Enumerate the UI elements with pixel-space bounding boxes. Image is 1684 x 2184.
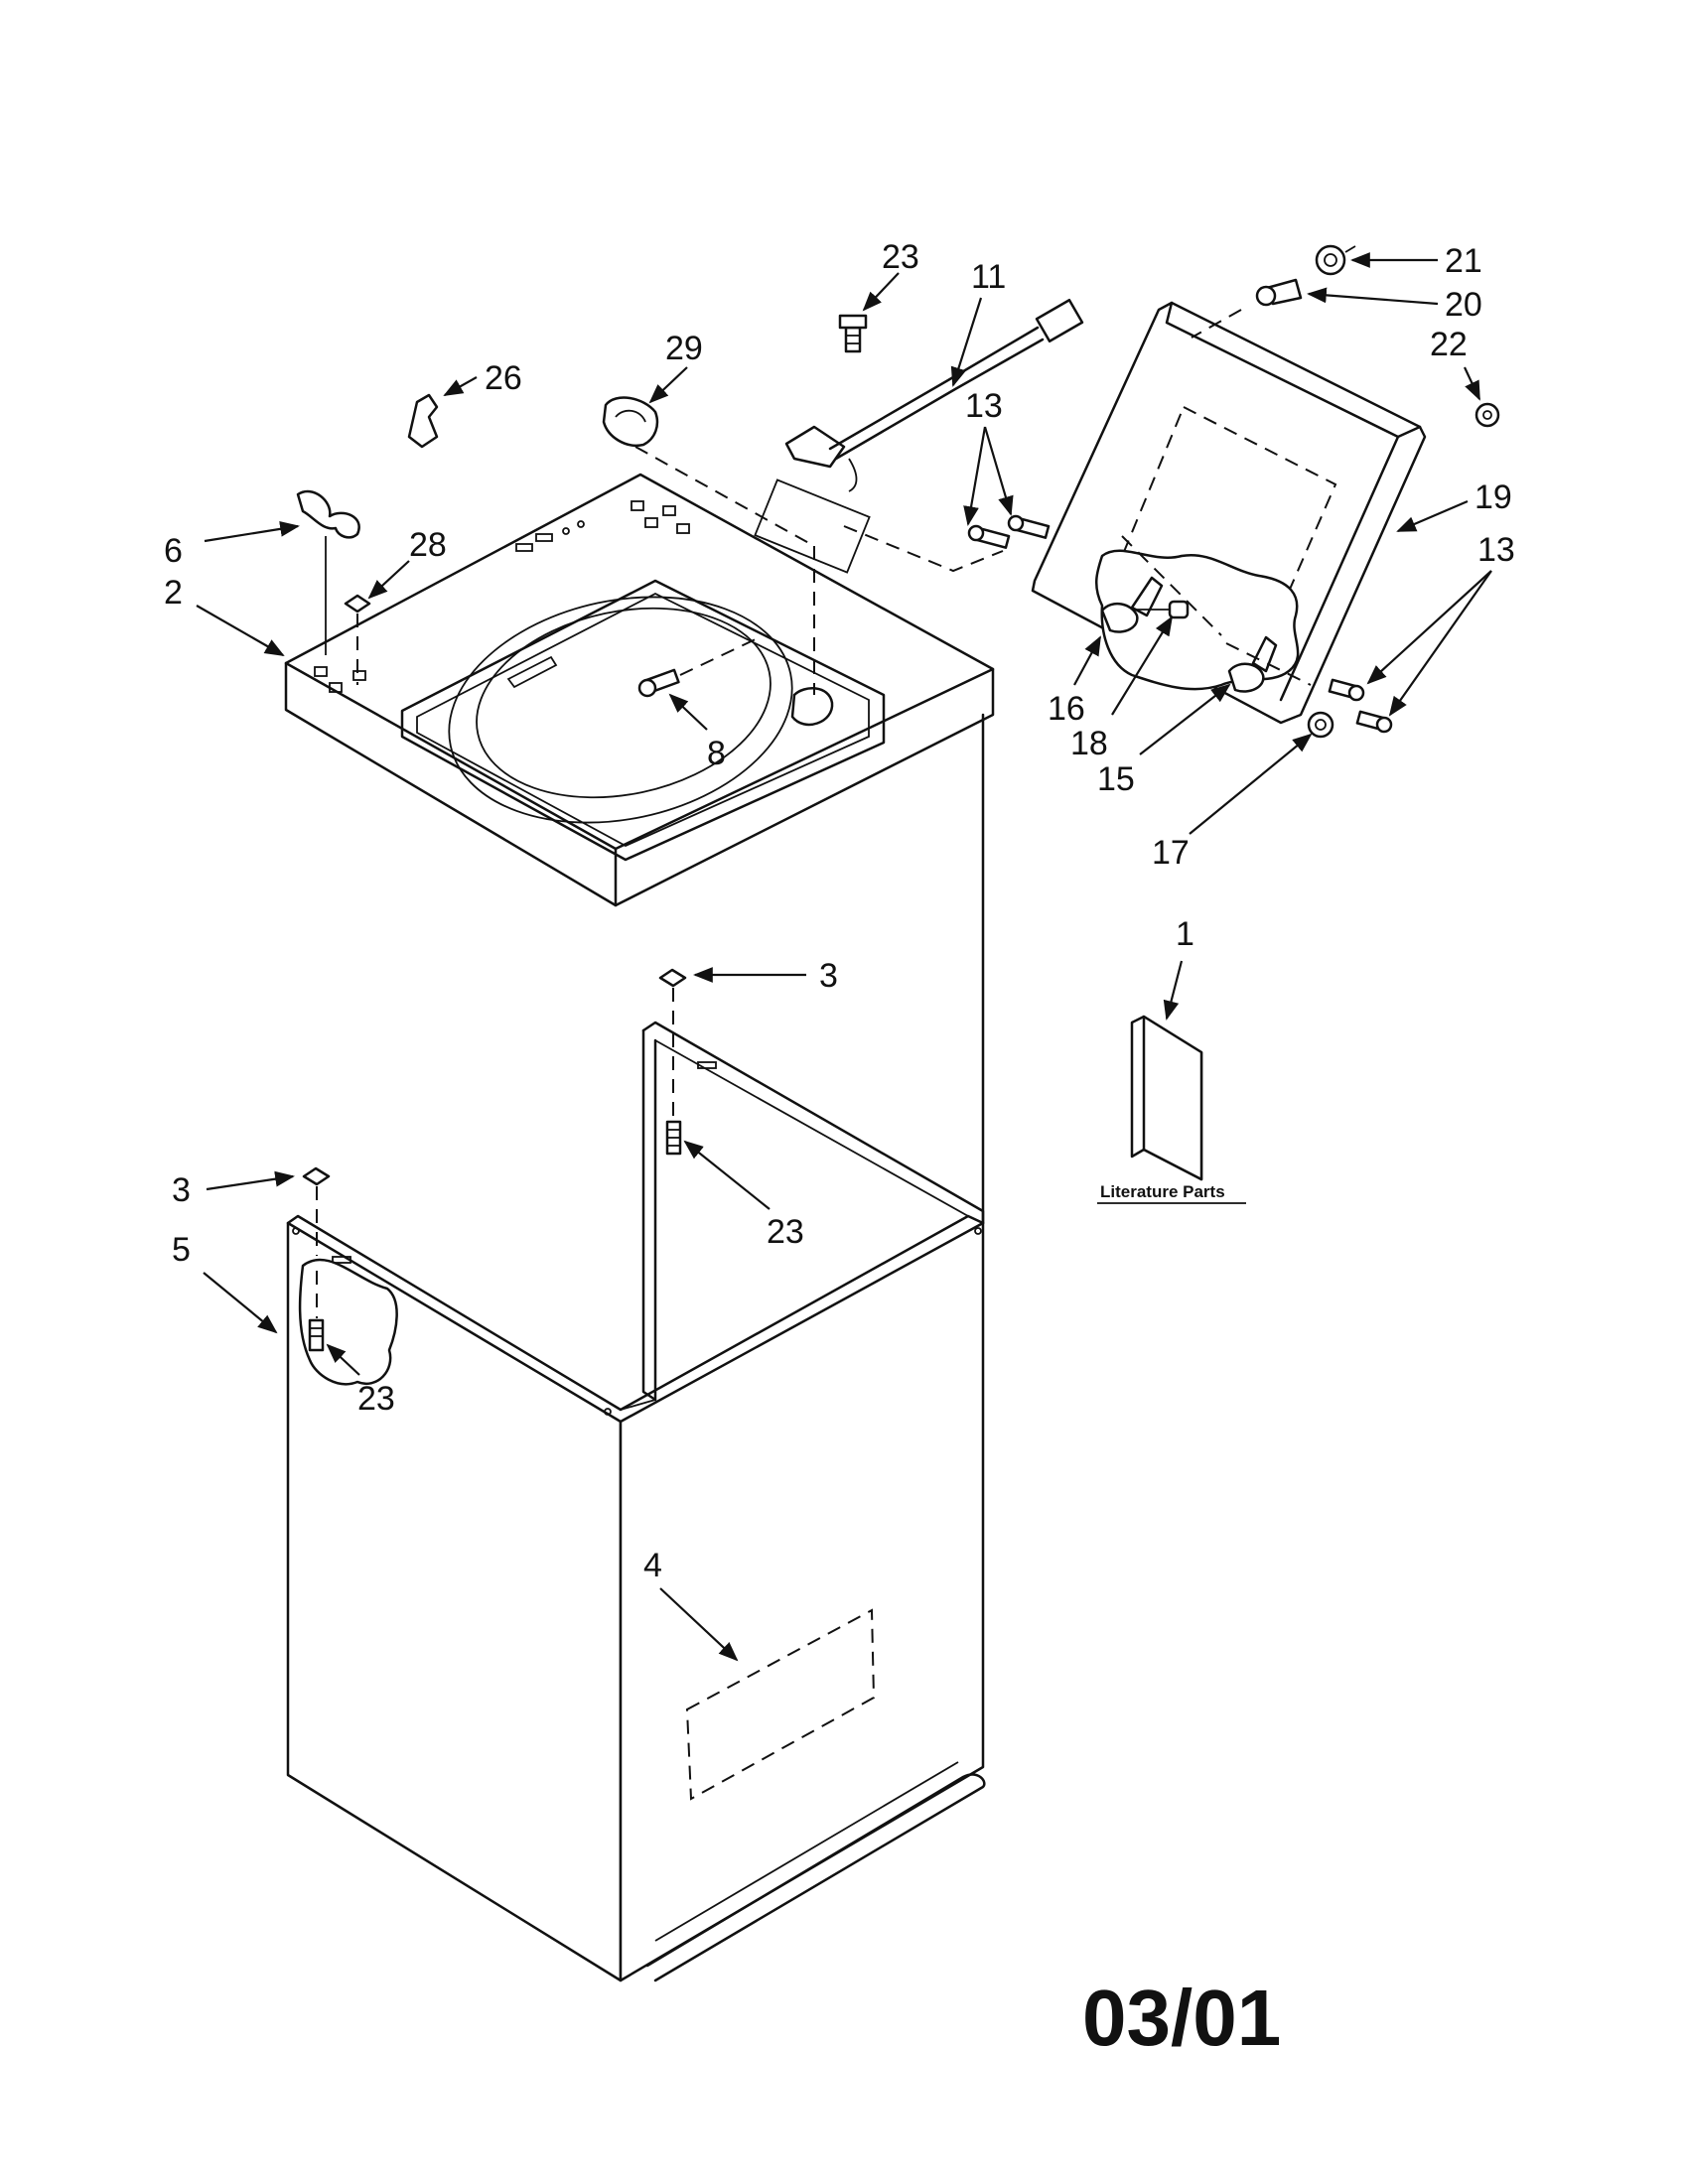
part-16-hinge [1100, 576, 1164, 633]
clip-part-3-front [302, 1166, 331, 1256]
screw-part-8 [637, 636, 761, 698]
screw-part-23-top [838, 314, 868, 353]
callout-22: 22 [1430, 326, 1468, 363]
literature-booklet [1097, 1015, 1246, 1204]
date-code: 03/01 [1082, 1974, 1281, 2062]
part-17-bushing [1307, 711, 1334, 739]
callout-3-front: 3 [172, 1171, 191, 1209]
part-4-label [685, 1608, 876, 1801]
cabinet [286, 713, 986, 1982]
part-29-grommet [602, 396, 815, 695]
part-18-bushing [1132, 600, 1190, 619]
part-26-clip [407, 393, 439, 449]
callout-28: 28 [409, 526, 447, 564]
callout-3-rear: 3 [819, 957, 838, 995]
lid-part-19 [1031, 301, 1427, 725]
callout-18: 18 [1070, 725, 1108, 762]
callout-13-upper: 13 [965, 387, 1003, 425]
part-20-pin [1191, 278, 1303, 339]
callout-13-lower: 13 [1477, 531, 1515, 569]
part-13-screws-lower [1328, 678, 1393, 734]
callout-4: 4 [643, 1547, 662, 1584]
callout-15: 15 [1097, 760, 1135, 798]
screw-part-23-front [308, 1271, 325, 1352]
front-panel-cutaway [298, 1258, 398, 1386]
callout-21: 21 [1445, 242, 1482, 280]
callout-19: 19 [1474, 478, 1512, 516]
callout-17: 17 [1152, 834, 1190, 872]
part-22-bumper [1474, 402, 1500, 428]
part-21-bumper [1315, 244, 1356, 276]
part-13-screws-upper [967, 514, 1051, 549]
callout-1: 1 [1176, 915, 1194, 953]
literature-parts-label: Literature Parts [1100, 1182, 1225, 1201]
callout-20: 20 [1445, 286, 1482, 324]
part-6-clip [296, 489, 360, 655]
clip-part-3-rear [658, 968, 687, 1132]
callout-8: 8 [707, 735, 726, 772]
part-28-clip [344, 594, 371, 685]
callout-2: 2 [164, 574, 183, 612]
callout-26: 26 [485, 359, 522, 397]
callout-6: 6 [164, 532, 183, 570]
screw-part-23-rear [665, 1120, 682, 1156]
callout-29: 29 [665, 330, 703, 367]
callout-11: 11 [971, 258, 1006, 296]
leader-lines [196, 252, 1492, 1662]
callout-23-front: 23 [357, 1380, 395, 1418]
part-15-hinge [1225, 635, 1312, 693]
callout-23-top: 23 [882, 238, 919, 276]
callout-5: 5 [172, 1231, 191, 1269]
callout-23-rear: 23 [767, 1213, 804, 1251]
callout-16: 16 [1048, 690, 1085, 728]
